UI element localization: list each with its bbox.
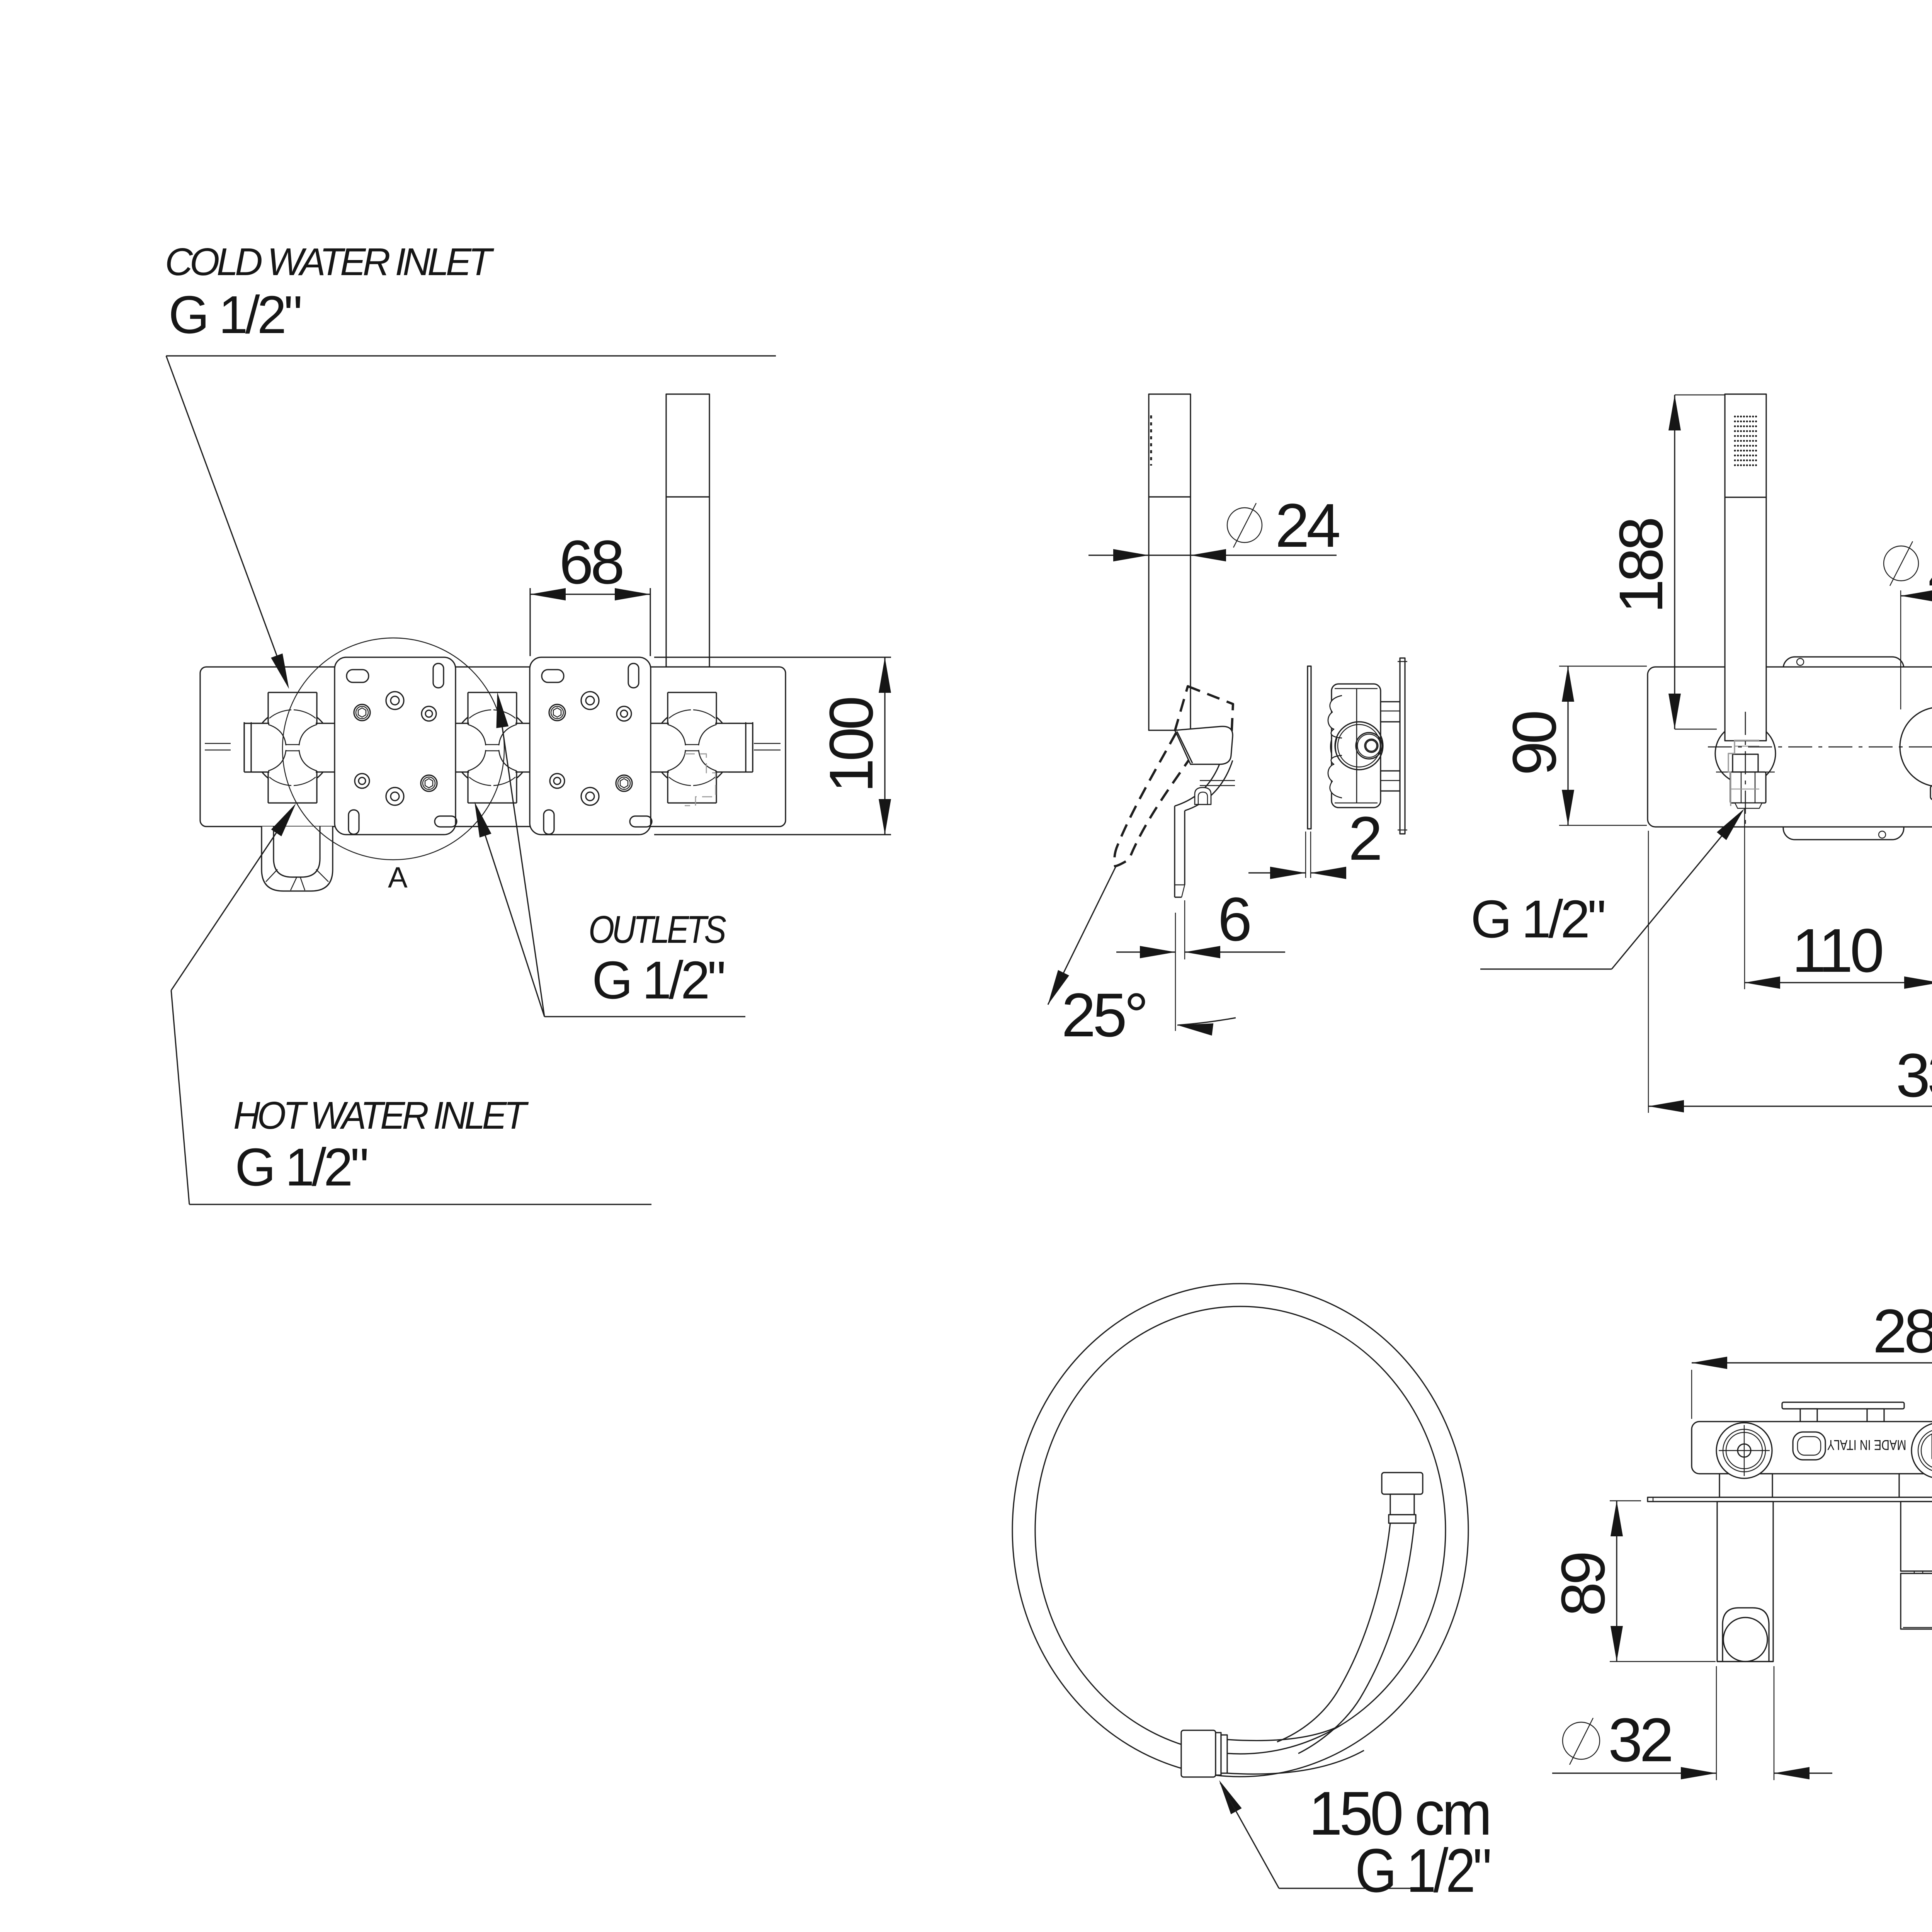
- svg-text:150 cm: 150 cm: [1309, 1779, 1489, 1848]
- svg-text:G 1/2": G 1/2": [1471, 889, 1604, 949]
- svg-text:100: 100: [816, 698, 886, 793]
- svg-text:68: 68: [559, 527, 622, 597]
- svg-text:G 1/2": G 1/2": [168, 285, 301, 345]
- svg-text:MADE IN ITALY: MADE IN ITALY: [1827, 1437, 1906, 1453]
- svg-text:A: A: [388, 861, 408, 894]
- svg-text:89: 89: [1548, 1553, 1617, 1616]
- svg-text:6: 6: [1218, 884, 1250, 954]
- svg-text:G 1/2": G 1/2": [235, 1138, 367, 1197]
- svg-text:COLD WATER INLET: COLD WATER INLET: [165, 240, 494, 284]
- svg-text:110: 110: [1792, 916, 1882, 985]
- svg-text:OUTLETS: OUTLETS: [588, 908, 726, 951]
- svg-text:G 1/2": G 1/2": [1355, 1836, 1490, 1905]
- svg-text:32: 32: [1608, 1705, 1671, 1774]
- svg-text:G 1/2": G 1/2": [592, 951, 724, 1010]
- svg-text:90: 90: [1500, 712, 1569, 776]
- svg-text:2: 2: [1349, 804, 1380, 873]
- svg-text:HOT WATER INLET: HOT WATER INLET: [233, 1094, 529, 1137]
- svg-text:280: 280: [1873, 1296, 1932, 1366]
- svg-text:25°: 25°: [1061, 980, 1146, 1049]
- svg-text:45: 45: [1928, 539, 1932, 608]
- svg-text:188: 188: [1606, 519, 1675, 614]
- svg-text:24: 24: [1275, 491, 1339, 560]
- svg-text:330: 330: [1896, 1041, 1932, 1110]
